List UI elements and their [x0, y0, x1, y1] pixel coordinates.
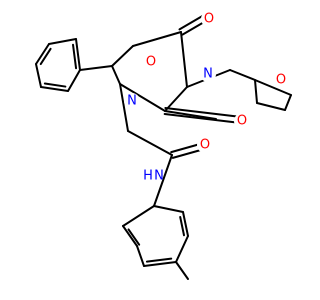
atom-o-fused-furan: O: [143, 54, 159, 70]
bond-3: [40, 86, 69, 92]
atom-label-o-furyl-ring: O: [276, 73, 286, 88]
bond-7: [111, 45, 134, 67]
atom-n1: N: [124, 93, 140, 109]
bond-18: [254, 79, 292, 96]
bond-23: [153, 205, 184, 213]
double-bond-1-b: [164, 107, 243, 119]
bond-0: [48, 38, 77, 45]
bond-30: [175, 261, 189, 280]
aromatic-inner-4: [145, 257, 173, 263]
bond-26: [143, 261, 177, 267]
bond-25: [175, 235, 189, 263]
atom-label-o-amide: O: [200, 138, 210, 153]
atom-n3: N: [200, 66, 216, 82]
atom-label-layer: O O N O O N O H N: [124, 11, 289, 186]
aromatic-inner-0: [39, 47, 52, 66]
atom-label-n1: N: [127, 94, 137, 109]
atom-nh-amide: H N: [143, 166, 164, 186]
bond-15: [254, 79, 258, 104]
atom-label-n-amide: N: [154, 169, 164, 184]
bond-29: [122, 205, 155, 227]
molecule-structure-diagram: O O N O O N O H N: [35, 11, 292, 280]
bond-6: [79, 65, 113, 71]
bond-2: [35, 63, 42, 88]
bond-11: [119, 83, 166, 112]
bond-5: [75, 38, 81, 71]
bond-17: [284, 94, 292, 111]
atom-o-c2-carbonyl: O: [234, 113, 250, 129]
bond-layer: [35, 14, 292, 280]
atom-label-o-c2-carbonyl: O: [237, 114, 247, 129]
aromatic-inner-1: [43, 82, 67, 88]
bond-20: [119, 83, 129, 132]
bond-14: [229, 69, 256, 81]
atom-label-h-amide: H: [143, 169, 153, 184]
bond-19: [164, 110, 217, 120]
atom-label-o-c4-carbonyl: O: [204, 12, 214, 27]
atom-o-amide: O: [197, 137, 213, 153]
bond-9: [180, 31, 188, 88]
bond-16: [256, 102, 286, 111]
bond-21: [127, 130, 173, 156]
aromatic-inner-3: [179, 215, 186, 237]
bond-24: [182, 211, 189, 237]
bond-8: [132, 31, 182, 47]
atom-label-o-fused-furan: O: [146, 55, 156, 70]
bond-12: [111, 65, 121, 85]
atom-o-c4-carbonyl: O: [201, 11, 217, 27]
atom-o-furyl-ring: O: [273, 72, 289, 88]
aromatic-inner-5: [127, 228, 141, 246]
bond-27: [136, 245, 145, 267]
bond-22: [153, 154, 173, 207]
bond-1: [35, 43, 50, 65]
bond-10: [164, 86, 188, 112]
double-bond-1-a: [163, 112, 242, 124]
double-bond-0-b: [178, 14, 205, 31]
aromatic-inner-2: [72, 43, 78, 70]
bond-28: [122, 225, 138, 247]
atom-label-n3: N: [203, 67, 213, 82]
bond-4: [67, 69, 81, 92]
